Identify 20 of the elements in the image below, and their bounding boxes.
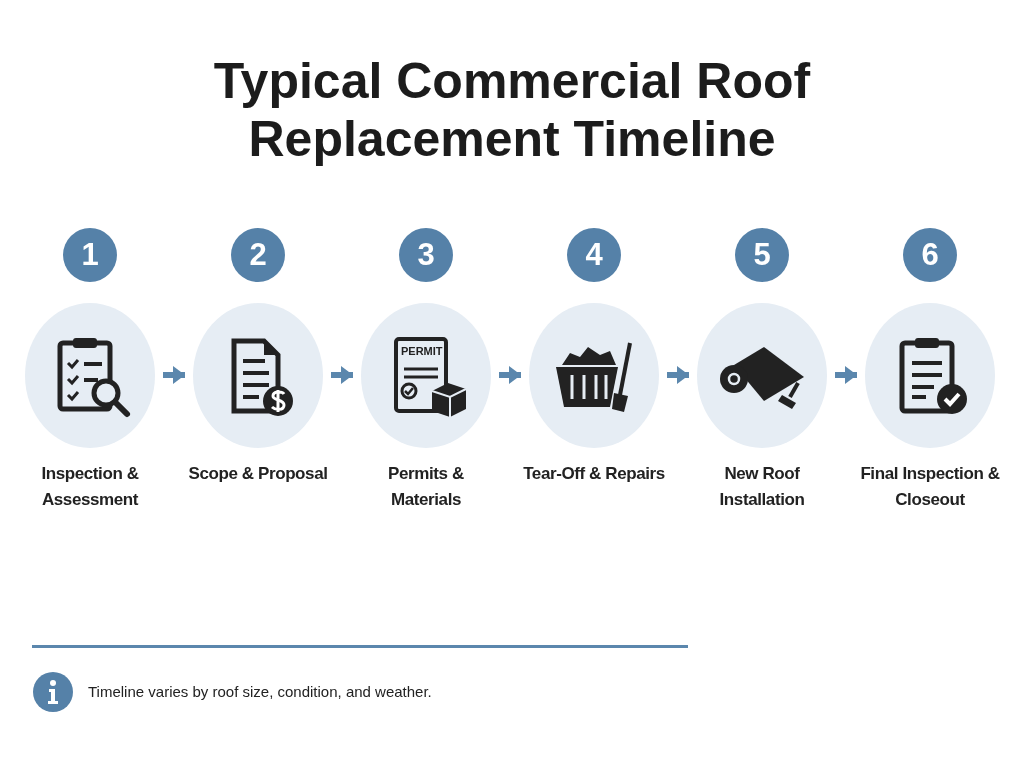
step-number: 6 (903, 228, 957, 282)
step-label: Final Inspection & Closeout (859, 463, 1001, 511)
step-label: Tear-Off & Repairs (522, 463, 666, 485)
step-number: 4 (567, 228, 621, 282)
step-number: 1 (63, 228, 117, 282)
arrow (331, 366, 353, 384)
title: Typical Commercial Roof Replacement Timeline (212, 52, 812, 168)
arrow (499, 366, 521, 384)
step-label: Scope & Proposal (187, 463, 329, 485)
arrow (835, 366, 857, 384)
arrow (163, 366, 185, 384)
step-number: 5 (735, 228, 789, 282)
step-label: New Roof Installation (718, 463, 806, 511)
step-number: 3 (399, 228, 453, 282)
permit-heading: PERMIT (401, 345, 443, 357)
step-number: 2 (231, 228, 285, 282)
step-label: Permits & Materials (387, 463, 465, 511)
arrow (667, 366, 689, 384)
footnote: Timeline varies by roof size, condition, and weather. (88, 683, 432, 700)
step-label: Inspection & Assessment (40, 463, 140, 511)
